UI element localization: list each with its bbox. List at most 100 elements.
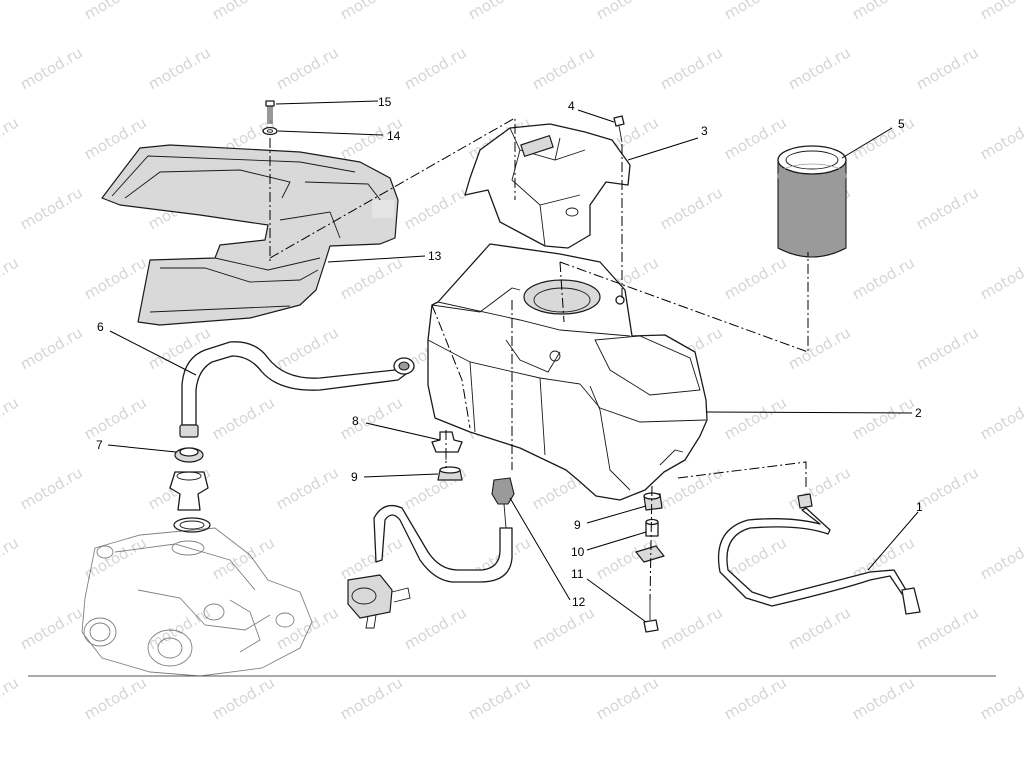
watermark-text: motod.ru: [273, 323, 342, 373]
callout-1: 1: [916, 500, 923, 514]
callout-2: 2: [915, 406, 922, 420]
watermark-text: motod.ru: [913, 603, 982, 653]
watermark-text: motod.ru: [785, 43, 854, 93]
part-10-bushing: [645, 518, 659, 537]
callout-9-left: 9: [351, 470, 358, 484]
watermark-text: motod.ru: [145, 603, 214, 653]
watermark-text: motod.ru: [17, 183, 86, 233]
watermark-text: motod.ru: [977, 533, 1024, 583]
watermark-text: motod.ru: [593, 0, 662, 23]
part-7-clamp: [174, 447, 204, 463]
watermark-text: motod.ru: [145, 43, 214, 93]
watermark-text: motod.ru: [593, 673, 662, 723]
watermark-text: motod.ru: [273, 43, 342, 93]
watermark-text: motod.ru: [465, 673, 534, 723]
watermark-text: motod.ru: [17, 43, 86, 93]
part-13-air-duct: [101, 144, 399, 326]
watermark-text: motod.ru: [721, 253, 790, 303]
part-5-air-filter: [777, 145, 847, 258]
watermark-text: motod.ru: [273, 463, 342, 513]
watermark-text: motod.ru: [721, 393, 790, 443]
watermark-text: motod.ru: [529, 43, 598, 93]
watermark-text: motod.ru: [81, 0, 150, 23]
watermark-text: motod.ru: [401, 603, 470, 653]
watermark-text: motod.ru: [81, 393, 150, 443]
part-9-grommet-right: [643, 492, 663, 511]
watermark-text: motod.ru: [977, 673, 1024, 723]
callout-4: 4: [568, 99, 575, 113]
watermark-text: motod.ru: [849, 113, 918, 163]
watermark-text: motod.ru: [849, 253, 918, 303]
watermark-text: motod.ru: [529, 603, 598, 653]
watermark-text: motod.ru: [81, 253, 150, 303]
callout-3: 3: [701, 124, 708, 138]
watermark-text: motod.ru: [401, 43, 470, 93]
watermark-text: motod.ru: [849, 0, 918, 23]
watermark-text: motod.ru: [977, 393, 1024, 443]
watermark-text: motod.ru: [209, 393, 278, 443]
callout-13: 13: [428, 249, 442, 263]
part-1-drain-hose: [717, 493, 921, 615]
watermark-text: motod.ru: [721, 0, 790, 23]
callout-10: 10: [571, 545, 585, 559]
axis-line-11: [649, 485, 653, 601]
callout-6: 6: [97, 320, 104, 334]
watermark-text: motod.ru: [977, 0, 1024, 23]
engine-cover: [81, 527, 313, 677]
part-2-tank: [427, 243, 708, 501]
watermark-text: motod.ru: [81, 673, 150, 723]
part-3-tank-cover: [464, 123, 631, 249]
watermark-text: motod.ru: [81, 533, 150, 583]
part-15-screw: [265, 100, 275, 124]
watermark-text: motod.ru: [0, 0, 22, 23]
callout-15: 15: [378, 95, 392, 109]
watermark-text: motod.ru: [849, 393, 918, 443]
watermark-text: motod.ru: [977, 113, 1024, 163]
callouts: 1 2 3 4 5 6 7 8 9 9 10 11 12 13 14 15: [96, 95, 923, 609]
watermark-text: motod.ru: [209, 0, 278, 23]
callout-12: 12: [572, 595, 586, 609]
watermark-text: motod.ru: [657, 603, 726, 653]
callout-14: 14: [387, 129, 401, 143]
leader-lines: [107, 100, 919, 623]
watermark-text: motod.ru: [337, 673, 406, 723]
callout-5: 5: [898, 117, 905, 131]
watermark-text: motod.ru: [0, 393, 22, 443]
part-6-hose: [179, 341, 415, 438]
alignment-lines: [269, 117, 809, 490]
part-9-grommet-left: [437, 466, 463, 481]
part-8-fastener: [431, 431, 463, 460]
watermark-text: motod.ru: [913, 323, 982, 373]
watermark-text: motod.ru: [337, 393, 406, 443]
watermark-text: motod.ru: [913, 43, 982, 93]
watermark-text: motod.ru: [209, 673, 278, 723]
watermark-text: motod.ru: [17, 323, 86, 373]
watermark-text: motod.ru: [17, 463, 86, 513]
watermark-text: motod.ru: [337, 0, 406, 23]
watermark-text: motod.ru: [785, 463, 854, 513]
part-12-fuel-hose: [347, 477, 515, 629]
watermark-text: motod.ru: [785, 603, 854, 653]
callout-8: 8: [352, 414, 359, 428]
watermark-text: motod.ru: [657, 183, 726, 233]
breather-valve: [169, 471, 211, 533]
watermark-text: motod.ru: [401, 183, 470, 233]
watermark-text: motod.ru: [913, 183, 982, 233]
watermark-text: motod.ru: [849, 673, 918, 723]
watermark-text: motod.ru: [0, 253, 22, 303]
part-11-screw: [643, 596, 659, 633]
mounting-bracket: [635, 545, 665, 563]
watermark-text: motod.ru: [785, 323, 854, 373]
watermark-text: motod.ru: [977, 253, 1024, 303]
part-14-washer: [262, 126, 278, 136]
watermark-text: motod.ru: [657, 463, 726, 513]
watermark-text: motod.ru: [0, 113, 22, 163]
watermark-text: motod.ru: [0, 673, 22, 723]
watermark-text: motod.ru: [657, 43, 726, 93]
callout-11: 11: [571, 567, 584, 581]
watermark-text: motod.ru: [17, 603, 86, 653]
callout-7: 7: [96, 438, 103, 452]
watermark-text: motod.ru: [465, 0, 534, 23]
part-4-screw: [613, 115, 625, 143]
